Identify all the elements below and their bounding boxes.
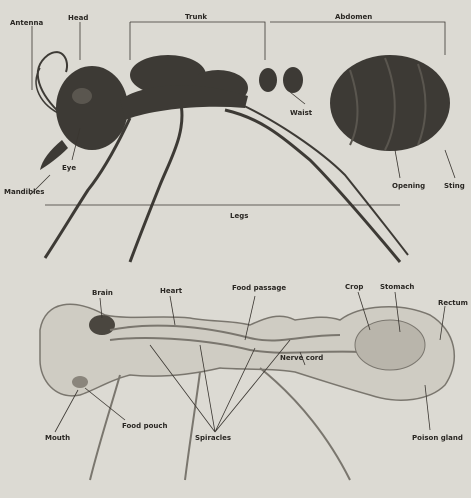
label-eye: Eye	[62, 164, 76, 172]
label-mouth: Mouth	[45, 434, 70, 442]
label-spiracles: Spiracles	[195, 434, 231, 442]
label-nerve-cord: Nerve cord	[280, 354, 323, 362]
label-waist: Waist	[290, 109, 313, 117]
label-sting: Sting	[444, 182, 465, 190]
label-brain: Brain	[92, 289, 113, 297]
waist-node-1	[259, 68, 277, 92]
label-food-pouch: Food pouch	[122, 422, 168, 430]
eye-shape	[72, 88, 92, 104]
label-crop: Crop	[345, 283, 363, 291]
label-poison-gland: Poison gland	[412, 434, 463, 442]
crop-shape	[355, 320, 425, 370]
label-antenna: Antenna	[10, 19, 43, 27]
label-food-passage: Food passage	[232, 284, 286, 292]
label-stomach: Stomach	[380, 283, 414, 291]
label-rectum: Rectum	[438, 299, 468, 307]
label-trunk: Trunk	[185, 13, 207, 21]
label-opening: Opening	[392, 182, 425, 190]
label-legs: Legs	[230, 212, 248, 220]
label-abdomen: Abdomen	[335, 13, 372, 21]
waist-node-2	[283, 67, 303, 93]
head-shape	[56, 66, 128, 150]
label-heart: Heart	[160, 287, 183, 295]
label-head: Head	[68, 14, 88, 22]
food-pouch-shape	[72, 376, 88, 388]
label-mandibles: Mandibles	[4, 188, 44, 196]
